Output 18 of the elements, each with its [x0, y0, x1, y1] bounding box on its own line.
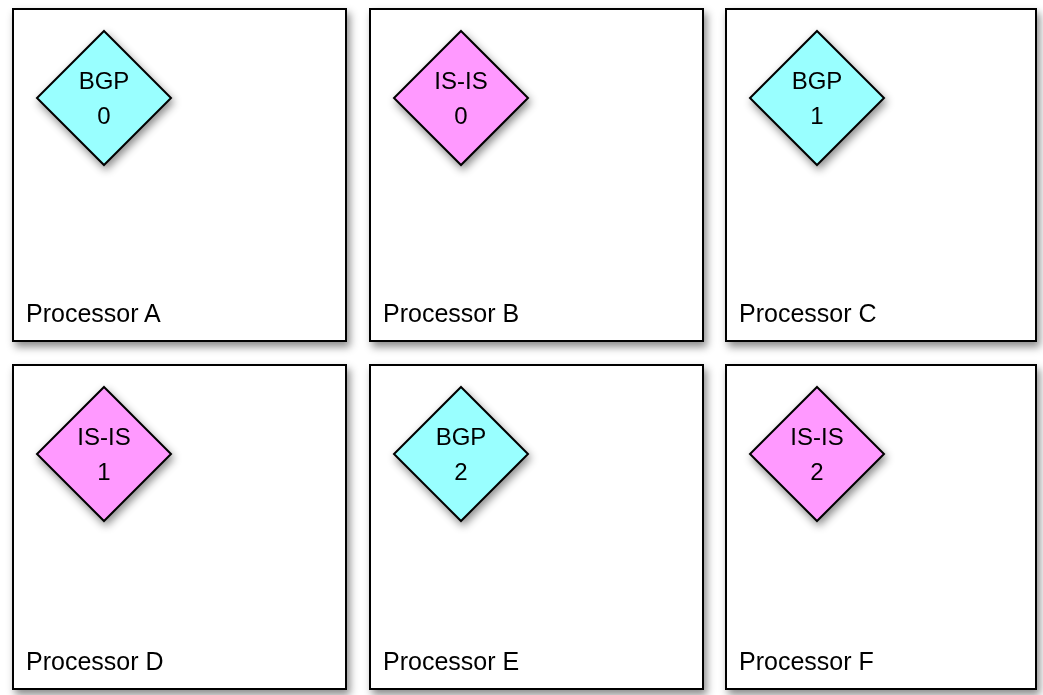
processor-label: Processor E [383, 647, 520, 676]
processor-label: Processor B [383, 299, 520, 328]
processor-label: Processor A [26, 299, 161, 328]
processor-label: Processor D [26, 647, 164, 676]
processor-box [369, 364, 704, 690]
processor-box [369, 8, 704, 342]
diamond-label: IS-IS 2 [789, 422, 845, 487]
processor-box [12, 364, 347, 690]
processor-label: Processor F [739, 647, 874, 676]
diamond-label: BGP 2 [434, 422, 488, 487]
diamond-label: IS-IS 0 [433, 66, 489, 131]
diamond-label: BGP 1 [790, 66, 844, 131]
diamond-label: IS-IS 1 [76, 422, 132, 487]
processor-label: Processor C [739, 299, 877, 328]
processor-box [725, 364, 1037, 690]
processor-box [12, 8, 347, 342]
diamond-label: BGP 0 [77, 66, 131, 131]
processor-box [725, 8, 1037, 342]
